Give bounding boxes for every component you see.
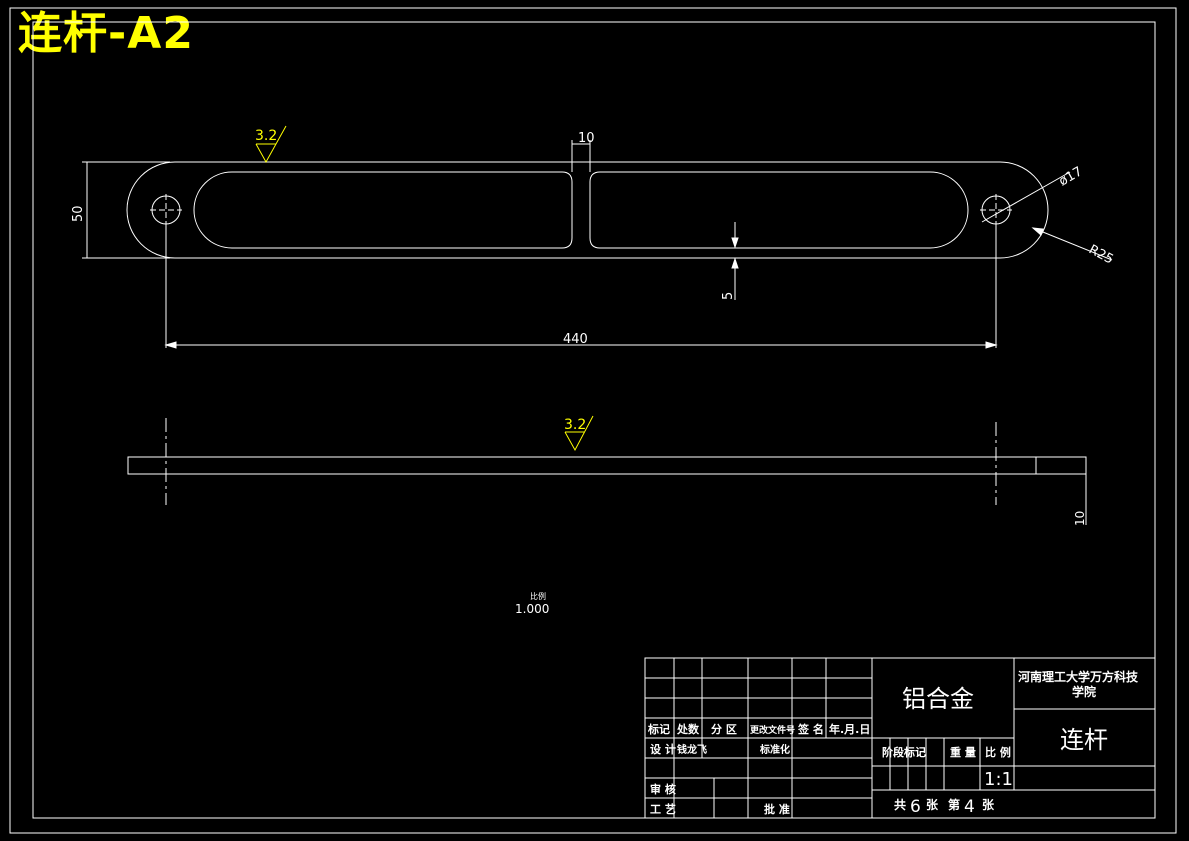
- scale-note-label: 比例: [530, 591, 546, 601]
- inner-border: [32, 21, 1156, 819]
- stage-mark-label: 阶段标记: [882, 745, 926, 759]
- diameter-leader: [981, 171, 1071, 223]
- process-label: 工 艺: [650, 802, 676, 816]
- scale-note-value: 1.000: [515, 602, 549, 616]
- surface-finish-side-value: 3.2: [564, 417, 586, 433]
- left-hole: [151, 195, 181, 225]
- ratio-value: 1:1: [984, 769, 1013, 790]
- side-view-outline: [127, 456, 1087, 475]
- radius-leader: [1032, 227, 1113, 261]
- radius-dimension: R25: [1086, 242, 1116, 267]
- title-block: [644, 657, 1156, 819]
- sheet-no: 4: [964, 797, 975, 817]
- side-view: [127, 418, 1087, 525]
- thickness-dimension: 10: [1073, 511, 1087, 526]
- review-label: 审 核: [650, 782, 676, 796]
- drawing-title: 连杆-A2: [18, 8, 194, 59]
- school-name-line1: 河南理工大学万方科技学院: [1017, 669, 1139, 699]
- change-record-header: 标记 处数 分 区 更改文件号 签 名 年.月.日: [647, 722, 870, 736]
- header-label: 更改文件号: [750, 724, 795, 736]
- depth-dimension: 5: [721, 292, 736, 300]
- front-view: [82, 140, 1113, 349]
- weight-label: 重 量: [950, 745, 976, 759]
- header-label: 分 区: [711, 722, 737, 736]
- surface-finish-symbol-side: [564, 415, 594, 452]
- header-label: 处数: [676, 722, 700, 736]
- link-outline: [126, 161, 1049, 259]
- length-dimension: 440: [563, 332, 588, 347]
- sheet-no-suffix: 张: [982, 797, 995, 812]
- length-arrowhead-right: [985, 341, 998, 349]
- designer-name: 钱龙飞: [677, 743, 707, 756]
- header-label: 年.月.日: [829, 722, 870, 736]
- material: 铝合金: [902, 685, 974, 713]
- rib-width-dimension: 10: [578, 131, 595, 146]
- surface-finish-symbol-front: [255, 125, 287, 164]
- sheets-total-suffix: 张: [926, 797, 939, 812]
- surface-finish-front-value: 3.2: [255, 128, 277, 144]
- approve-label: 批 准: [764, 802, 790, 816]
- design-label: 设 计: [650, 742, 676, 756]
- header-label: 签 名: [797, 722, 824, 736]
- ratio-label: 比 例: [985, 745, 1011, 759]
- part-name: 连杆: [1060, 726, 1108, 754]
- diameter-dimension: ø17: [1057, 164, 1086, 189]
- radius-arrowhead: [1031, 227, 1044, 236]
- standardize-label: 标准化: [759, 743, 790, 756]
- outer-border: [9, 7, 1177, 834]
- length-arrowhead-left: [164, 341, 177, 349]
- depth-arrowhead-top: [731, 237, 739, 249]
- sheets-total-prefix: 共: [894, 797, 906, 812]
- sheet-no-prefix: 第: [948, 797, 960, 812]
- left-slot: [193, 171, 573, 249]
- sheets-total: 6: [910, 797, 921, 817]
- right-slot: [589, 171, 969, 249]
- header-label: 标记: [647, 722, 670, 736]
- depth-arrowhead-bottom: [731, 257, 739, 269]
- height-dimension: 50: [71, 205, 86, 222]
